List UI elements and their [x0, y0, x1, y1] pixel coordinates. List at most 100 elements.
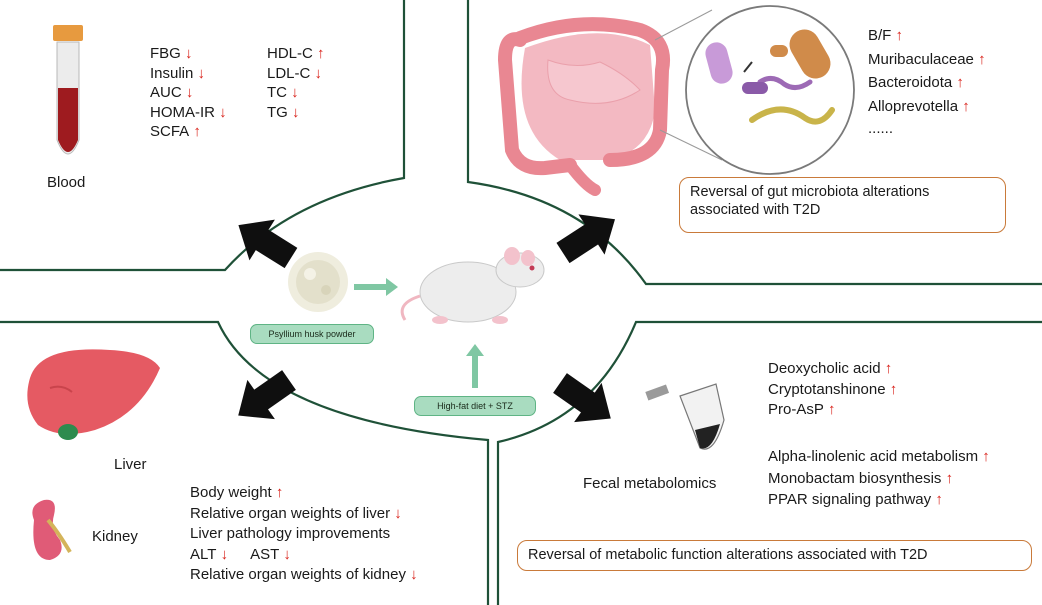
list-item-text: TC — [267, 84, 287, 101]
list-item-text: Insulin — [150, 64, 194, 82]
list-item-text: SCFA — [150, 123, 190, 140]
list-item-text: Relative organ weights of kidney — [190, 566, 406, 583]
list-item: Alloprevotella ↑ — [868, 98, 970, 116]
list-item-text: PPAR signaling pathway — [768, 491, 932, 508]
list-item-text: B/F — [868, 27, 892, 44]
up-arrow-icon: ↑ — [880, 360, 893, 377]
list-item-text: FBG — [150, 45, 181, 62]
list-item-text: Liver pathology improvements — [190, 525, 391, 542]
list-item: HOMA-IR ↓ — [150, 104, 227, 122]
kidney-icon — [32, 499, 72, 560]
down-arrow-icon: ↓ — [216, 545, 229, 563]
down-arrow-icon: ↓ — [181, 84, 194, 101]
arrow-diet-to-rat — [466, 344, 484, 388]
down-arrow-icon: ↓ — [215, 103, 227, 121]
list-item: Body weight ↑ — [190, 484, 283, 502]
rat-icon — [400, 247, 545, 324]
gut-box-line2: associated with T2D — [690, 202, 821, 218]
up-arrow-icon: ↑ — [958, 97, 970, 115]
down-arrow-icon: ↓ — [287, 103, 300, 121]
list-item-text: Monobactam biosynthesis — [768, 469, 942, 487]
list-item-text: Relative organ weights of liver — [190, 504, 391, 522]
list-item: Alpha-linolenic acid metabolism ↑ — [768, 448, 990, 466]
list-item: TC ↓ — [267, 84, 299, 102]
up-arrow-icon: ↑ — [973, 50, 986, 68]
frame-top-right — [466, 0, 1042, 286]
list-item: HDL-C ↑ — [267, 45, 325, 63]
intestine-icon — [497, 9, 723, 196]
arrow-to-metabolomics — [553, 373, 611, 423]
psyllium-powder-icon — [288, 252, 348, 312]
list-item: Relative organ weights of liver ↓ — [190, 505, 402, 523]
list-item: LDL-C ↓ — [267, 65, 322, 83]
ast-text: AST — [250, 545, 280, 563]
down-arrow-icon: ↓ — [279, 545, 291, 563]
metabolic-box-text: Reversal of metabolic function alteratio… — [528, 547, 928, 563]
gut-ellipsis: ...... — [868, 120, 894, 137]
down-arrow-icon: ↓ — [287, 84, 299, 101]
list-item: ALT ↓AST ↓ — [190, 546, 291, 564]
up-arrow-icon: ↑ — [941, 469, 954, 487]
list-item-text: HDL-C — [267, 45, 313, 62]
liver-icon — [27, 349, 161, 440]
list-item-text: Body weight — [190, 484, 272, 501]
gut-box-line1: Reversal of gut microbiota alterations — [690, 184, 930, 200]
list-item-text: Muribaculaceae — [868, 50, 974, 68]
up-arrow-icon: ↑ — [271, 484, 284, 501]
up-arrow-icon: ↑ — [952, 74, 964, 91]
list-item-text: Cryptotanshinone — [768, 380, 886, 398]
list-item-text: AUC — [150, 84, 182, 101]
gut-conclusion-box: Reversal of gut microbiota alterations a… — [679, 177, 1006, 233]
blood-tube-icon — [53, 25, 83, 155]
list-item: PPAR signaling pathway ↑ — [768, 491, 943, 509]
kidney-label: Kidney — [92, 528, 138, 545]
diet-stz-pill: High-fat diet + STZ — [414, 396, 536, 416]
frame-top-left — [0, 0, 406, 272]
list-item: Pro-AsP ↑ — [768, 401, 836, 419]
frame-bottom-left — [0, 320, 490, 605]
up-arrow-icon: ↑ — [931, 491, 943, 508]
list-item: Bacteroidota ↑ — [868, 74, 964, 92]
list-item: B/F ↑ — [868, 27, 903, 45]
test-tube-icon — [645, 383, 725, 450]
arrow-to-gut — [556, 214, 615, 264]
list-item-text: HOMA-IR — [150, 103, 215, 121]
up-arrow-icon: ↑ — [891, 27, 904, 44]
arrow-to-blood — [238, 219, 298, 269]
list-item-text: Alloprevotella — [868, 97, 959, 115]
psyllium-powder-pill: Psyllium husk powder — [250, 324, 374, 344]
list-item: Relative organ weights of kidney ↓ — [190, 566, 418, 584]
list-item: FBG ↓ — [150, 45, 193, 63]
list-item: Liver pathology improvements — [190, 525, 390, 543]
list-item: Deoxycholic acid ↑ — [768, 360, 892, 378]
list-item: Cryptotanshinone ↑ — [768, 381, 897, 399]
up-arrow-icon: ↑ — [312, 45, 325, 62]
up-arrow-icon: ↑ — [823, 401, 836, 418]
list-item: Insulin ↓ — [150, 65, 205, 83]
list-item: SCFA ↑ — [150, 123, 201, 141]
metabolomics-label: Fecal metabolomics — [583, 475, 717, 492]
list-item-text: Deoxycholic acid — [768, 360, 881, 377]
list-item-text: TG — [267, 103, 288, 121]
list-item: Muribaculaceae ↑ — [868, 51, 986, 69]
arrow-powder-to-rat — [354, 278, 398, 296]
down-arrow-icon: ↓ — [193, 64, 206, 82]
up-arrow-icon: ↑ — [189, 123, 201, 140]
list-item: TG ↓ — [267, 104, 300, 122]
metabolic-conclusion-box: Reversal of metabolic function alteratio… — [517, 540, 1032, 571]
up-arrow-icon: ↑ — [978, 448, 990, 465]
down-arrow-icon: ↓ — [405, 566, 418, 583]
down-arrow-icon: ↓ — [390, 504, 402, 522]
down-arrow-icon: ↓ — [310, 64, 323, 82]
list-item-text: Pro-AsP — [768, 401, 824, 418]
list-item-text: Alpha-linolenic acid metabolism — [768, 448, 979, 465]
microbe-magnifier-icon — [685, 5, 855, 175]
up-arrow-icon: ↑ — [885, 380, 898, 398]
liver-label: Liver — [114, 456, 147, 473]
list-item-text: Bacteroidota — [868, 74, 953, 91]
list-item: Monobactam biosynthesis ↑ — [768, 470, 953, 488]
blood-label: Blood — [47, 174, 86, 191]
alt-text: ALT — [190, 545, 217, 563]
